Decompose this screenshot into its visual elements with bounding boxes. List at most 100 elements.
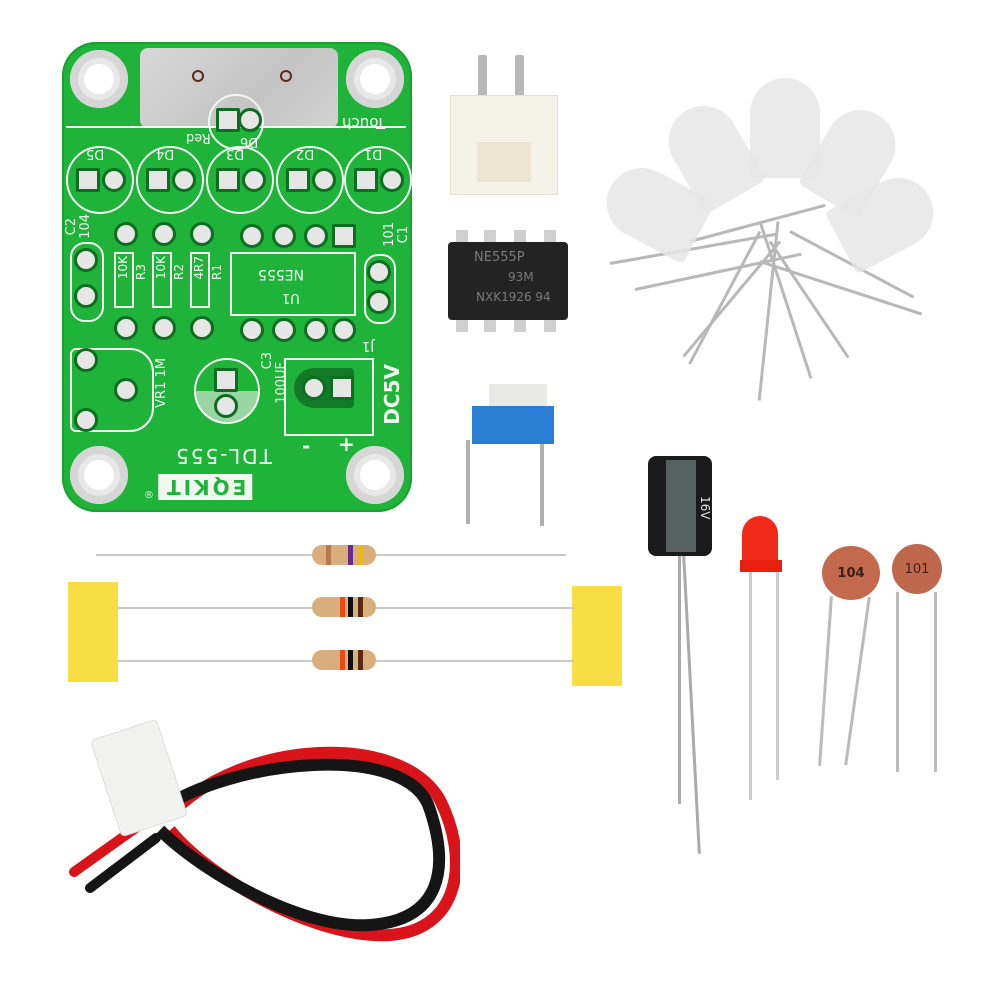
pad [367, 290, 391, 314]
pot-lead [466, 440, 470, 524]
model-label: TDL-555 [174, 444, 272, 468]
pad [74, 348, 98, 372]
r2-outline [152, 252, 172, 308]
color-band [340, 650, 345, 670]
d5-label: D5 [86, 146, 105, 161]
mounting-hole [346, 50, 404, 108]
ecap-lead [678, 554, 681, 804]
ceramic-capacitor-101: 101 [892, 544, 942, 594]
ic-leg [514, 230, 526, 244]
jst-header [450, 95, 558, 195]
pad [367, 260, 391, 284]
led-outline-d1 [344, 146, 412, 214]
pad [354, 168, 378, 192]
j1-outline [284, 358, 374, 436]
color-band [326, 545, 331, 565]
pad [286, 168, 310, 192]
pad [380, 168, 404, 192]
red-led-lead [776, 570, 779, 780]
pad [102, 168, 126, 192]
pad [114, 316, 138, 340]
pad [216, 108, 240, 132]
pad [238, 108, 262, 132]
pad [114, 222, 138, 246]
pot-knob [489, 384, 547, 410]
pad [242, 168, 266, 192]
pad [190, 316, 214, 340]
r3-value: 10K [116, 256, 130, 280]
pcb-board: Touch Red D6 D5 D4 D3 D2 D1 C2 104 10K R… [62, 42, 412, 512]
pad [304, 318, 328, 342]
d1-label: D1 [364, 146, 383, 161]
ic-leg [544, 318, 556, 332]
led-lead [758, 221, 813, 379]
ccap-lead [934, 592, 937, 772]
ecap-lead [682, 554, 701, 854]
color-band [358, 597, 363, 617]
vr1-outline [70, 348, 154, 432]
pad [74, 248, 98, 272]
color-band [348, 650, 353, 670]
resistor-10k [312, 650, 376, 670]
c1-label: C1 [396, 226, 411, 244]
pad [304, 224, 328, 248]
vr1-value: 1M [154, 358, 169, 378]
pad [152, 316, 176, 340]
resistor-10k [312, 597, 376, 617]
d2-label: D2 [296, 146, 315, 161]
color-band [338, 545, 343, 565]
pad [216, 168, 240, 192]
led-outline-d4 [136, 146, 204, 214]
r1-value: 4R7 [192, 256, 206, 280]
d3-label: D3 [226, 146, 245, 161]
red-led [742, 516, 778, 568]
ic-leg [544, 230, 556, 244]
vr1-label: VR1 1M [154, 358, 169, 408]
white-led [750, 78, 820, 178]
red-led-lead [749, 570, 752, 800]
mounting-hole [346, 446, 404, 504]
ne555-chip: NE555P 93M NXK1926 94 [448, 242, 568, 320]
mounting-hole [70, 50, 128, 108]
ecap-voltage: 16V [698, 496, 712, 520]
ic-leg [484, 318, 496, 332]
pad [114, 378, 138, 402]
pad [172, 168, 196, 192]
dc5v-label: DC5V [380, 364, 404, 425]
header-pin [478, 55, 487, 100]
r2-value: 10K [154, 256, 168, 280]
ic-leg [456, 318, 468, 332]
ccap-lead [818, 596, 833, 766]
u1-label: U1 [282, 290, 300, 305]
color-band [348, 597, 353, 617]
chip-line1: NE555P [474, 250, 525, 265]
pad [302, 376, 326, 400]
color-band [358, 545, 363, 565]
minus-label: - [302, 434, 311, 458]
ic-leg [456, 230, 468, 244]
pad [214, 368, 238, 392]
header-socket [477, 142, 531, 182]
resistor-tape-right [572, 586, 622, 686]
led-lead [688, 230, 762, 365]
c1-value: 101 [382, 222, 397, 247]
brand-logo: EQKIT [158, 474, 253, 500]
led-outline-d3 [206, 146, 274, 214]
chip-line2: 93M [508, 270, 534, 284]
ic-leg [484, 230, 496, 244]
r3-label: R3 [134, 264, 148, 280]
ceramic-capacitor-104: 104 [822, 546, 880, 600]
pad [332, 318, 356, 342]
led-outline-d5 [66, 146, 134, 214]
r1-label: R1 [210, 264, 224, 280]
ccap-lead [844, 596, 871, 766]
c2-outline [70, 242, 104, 322]
pad [74, 284, 98, 308]
c2-label: C2 [64, 218, 79, 236]
mounting-hole [70, 446, 128, 504]
via [280, 70, 292, 82]
pad [240, 318, 264, 342]
pad [312, 168, 336, 192]
u1-value: NE555 [258, 266, 305, 282]
pad [214, 394, 238, 418]
